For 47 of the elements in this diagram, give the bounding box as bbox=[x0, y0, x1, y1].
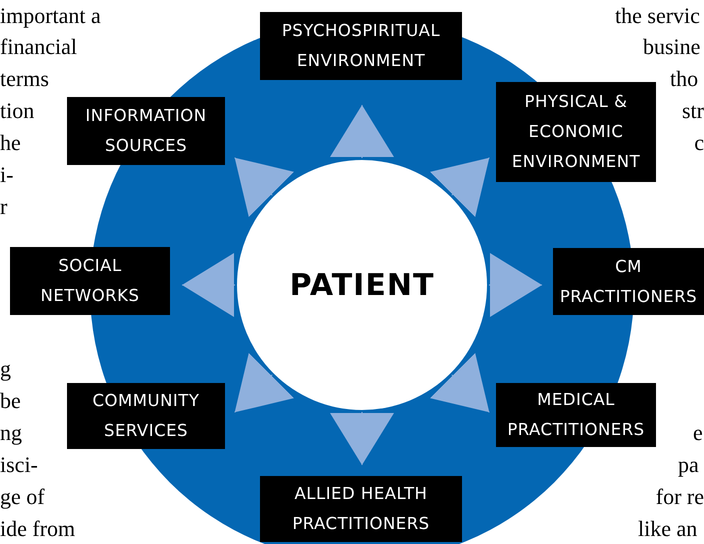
body-text-fragment: c bbox=[694, 130, 704, 156]
body-text-fragment: ng bbox=[0, 420, 22, 446]
triangle-arrow bbox=[430, 352, 490, 413]
body-text-fragment: for re bbox=[656, 484, 704, 510]
body-text-fragment: be bbox=[0, 388, 21, 414]
category-box bbox=[553, 248, 704, 315]
category-label: MEDICAL PRACTITIONERS bbox=[506, 389, 646, 441]
triangle-arrow bbox=[234, 352, 294, 413]
body-text-fragment: i- bbox=[0, 162, 14, 188]
body-text-fragment: he bbox=[0, 130, 21, 156]
triangle-arrow bbox=[330, 104, 394, 158]
category-label: SOCIAL NETWORKS bbox=[40, 255, 140, 307]
category-box bbox=[496, 383, 656, 447]
category-box bbox=[260, 476, 462, 542]
triangle-arrow bbox=[182, 253, 236, 317]
category-box bbox=[67, 97, 225, 165]
body-text-fragment: tion bbox=[0, 98, 34, 124]
triangle-arrow bbox=[430, 157, 490, 218]
body-text-fragment: like an bbox=[638, 516, 698, 542]
body-text-fragment: financial bbox=[0, 34, 77, 60]
body-text-fragment: ide from bbox=[0, 516, 76, 542]
category-box bbox=[260, 12, 462, 80]
body-text-fragment: important a bbox=[0, 3, 101, 29]
category-label: INFORMATION SOURCES bbox=[84, 105, 208, 157]
category-label: PSYCHOSPIRITUAL ENVIRONMENT bbox=[280, 20, 442, 72]
body-text-fragment: g bbox=[0, 356, 11, 382]
triangle-arrow bbox=[330, 412, 394, 466]
category-box bbox=[496, 82, 656, 182]
category-label: CM PRACTITIONERS bbox=[558, 256, 698, 308]
category-box bbox=[10, 247, 170, 315]
triangle-arrow bbox=[488, 253, 542, 317]
body-text-fragment: e bbox=[693, 420, 703, 446]
triangle-arrow bbox=[234, 157, 294, 218]
body-text-fragment: ge of bbox=[0, 484, 45, 510]
category-label: PHYSICAL & ECONOMIC ENVIRONMENT bbox=[510, 91, 642, 173]
body-text-fragment: r bbox=[0, 194, 8, 220]
body-text-fragment: str bbox=[682, 98, 704, 124]
body-text-fragment: isci- bbox=[0, 452, 38, 478]
body-text-fragment: terms bbox=[0, 66, 49, 92]
category-label: COMMUNITY SERVICES bbox=[92, 390, 200, 442]
body-text-fragment: busine bbox=[643, 34, 700, 60]
category-box bbox=[67, 383, 225, 449]
body-text-fragment: the servic bbox=[615, 3, 700, 29]
category-label: ALLIED HEALTH PRACTITIONERS bbox=[291, 483, 431, 535]
body-text-fragment: tho bbox=[670, 66, 698, 92]
center-label: PATIENT bbox=[290, 268, 434, 302]
body-text-fragment: pa bbox=[678, 452, 699, 478]
